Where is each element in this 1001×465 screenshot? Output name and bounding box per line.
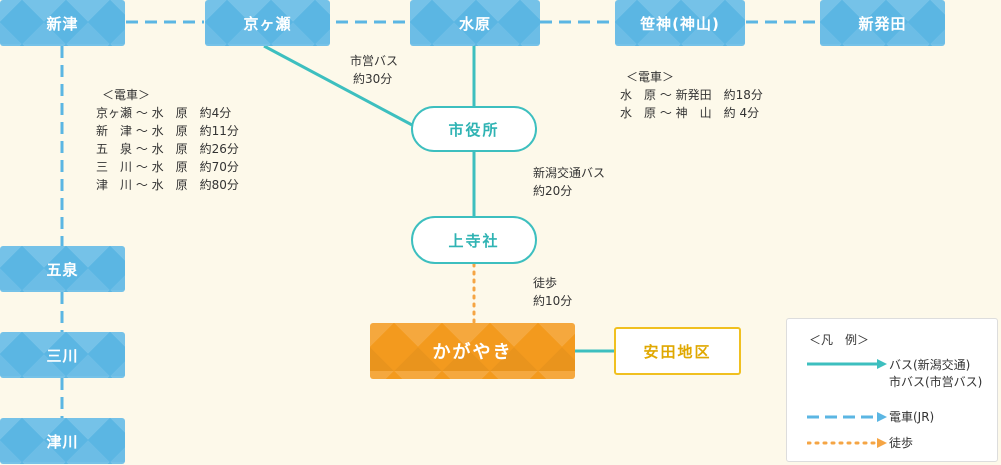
train-times-right: ＜電車＞ 水 原 〜 新発田 約18分 水 原 〜 神 山 約 4分 bbox=[620, 68, 763, 122]
bus-kyogase-cityhall bbox=[263, 44, 415, 128]
station-gosen: 五泉 bbox=[0, 246, 125, 292]
legend-walk: 徒歩 bbox=[889, 436, 914, 450]
train-time-row: 京ヶ瀬 〜 水 原 約4分 bbox=[96, 106, 232, 120]
train-time-row: 水 原 〜 新発田 約18分 bbox=[620, 88, 763, 102]
train-time-row: 三 川 〜 水 原 約70分 bbox=[96, 160, 239, 174]
walk-label-name: 徒歩 bbox=[533, 276, 558, 290]
niigata-bus-label-name: 新潟交通バス bbox=[533, 166, 606, 180]
district-yasuda: 安田地区 bbox=[614, 327, 741, 375]
stop-kamidera: 上寺社 bbox=[411, 216, 537, 264]
rail-lines bbox=[60, 20, 820, 418]
station-sanwa: 三川 bbox=[0, 332, 125, 378]
train-time-row: 津 川 〜 水 原 約80分 bbox=[96, 178, 239, 192]
legend-train-arrow bbox=[807, 412, 887, 422]
train-time-row: 五 泉 〜 水 原 約26分 bbox=[96, 142, 239, 156]
station-niitsu: 新津 bbox=[0, 0, 125, 46]
train-times-left-title: ＜電車＞ bbox=[102, 88, 151, 102]
station-shibata: 新発田 bbox=[820, 0, 945, 46]
niigata-bus-label-time: 約20分 bbox=[533, 184, 573, 198]
city-bus-label-time: 約30分 bbox=[353, 72, 393, 86]
legend-bus-arrow bbox=[807, 359, 887, 369]
legend: ＜凡 例＞ バス(新潟交通) 市バス(市営バス) 電車(JR) 徒歩 bbox=[786, 318, 998, 462]
destination-kagayaki: かがやき bbox=[370, 323, 575, 379]
city-bus-label-name: 市営バス bbox=[350, 54, 399, 68]
walk-label-time: 約10分 bbox=[533, 294, 573, 308]
niigata-bus-label: 新潟交通バス 約20分 bbox=[533, 164, 605, 200]
legend-walk-arrow bbox=[807, 438, 887, 448]
legend-bus: バス(新潟交通) 市バス(市営バス) bbox=[889, 357, 982, 391]
station-tsugawa: 津川 bbox=[0, 418, 125, 464]
legend-bus-niigata: バス(新潟交通) bbox=[889, 358, 971, 372]
legend-bus-city: 市バス(市営バス) bbox=[889, 375, 983, 389]
legend-train: 電車(JR) bbox=[889, 410, 935, 424]
legend-title: ＜凡 例＞ bbox=[809, 333, 870, 347]
stop-city-hall: 市役所 bbox=[411, 106, 537, 152]
train-time-row: 水 原 〜 神 山 約 4分 bbox=[620, 106, 760, 120]
train-times-right-title: ＜電車＞ bbox=[626, 70, 675, 84]
train-time-row: 新 津 〜 水 原 約11分 bbox=[96, 124, 239, 138]
city-bus-label: 市営バス 約30分 bbox=[350, 52, 398, 88]
station-suibara: 水原 bbox=[410, 0, 540, 46]
station-sasakami: 笹神(神山) bbox=[615, 0, 745, 46]
train-times-left: ＜電車＞ 京ヶ瀬 〜 水 原 約4分 新 津 〜 水 原 約11分 五 泉 〜 … bbox=[96, 86, 239, 194]
bus-lines bbox=[263, 44, 614, 353]
station-kyogase: 京ヶ瀬 bbox=[205, 0, 330, 46]
walk-label: 徒歩 約10分 bbox=[533, 274, 572, 310]
